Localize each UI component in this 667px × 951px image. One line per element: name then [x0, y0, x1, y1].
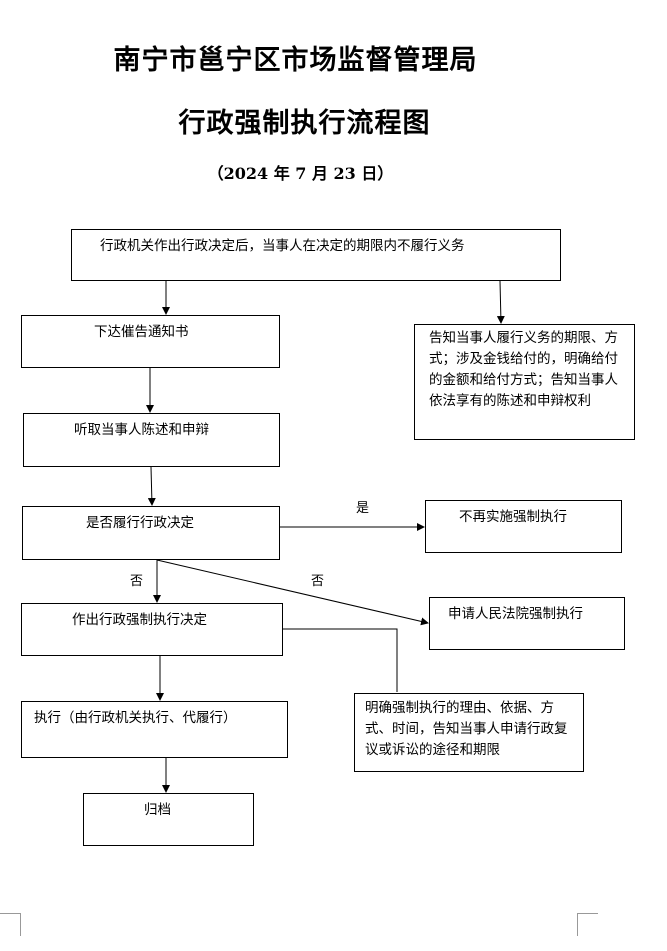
node-decide: 是否履行行政决定 — [22, 506, 280, 560]
node-notice: 下达催告通知书 — [21, 315, 280, 368]
page-title: 行政强制执行流程图 — [178, 108, 431, 139]
page-corner-mark-left — [0, 913, 21, 936]
node-hearing: 听取当事人陈述和申辩 — [23, 413, 280, 467]
arrow-hearing-to-decide — [147, 466, 156, 506]
node-clarify: 明确强制执行的理由、依据、方式、时间，告知当事人申请行政复议或诉讼的途径和期限 — [354, 693, 584, 772]
node-no-enforce: 不再实施强制执行 — [425, 500, 622, 553]
node-court: 申请人民法院强制执行 — [429, 597, 625, 650]
page-corner-mark-right — [577, 913, 598, 936]
label-no-down: 否 — [130, 574, 144, 589]
label-yes: 是 — [356, 501, 370, 516]
arrow-start-to-inform — [496, 280, 505, 324]
node-archive: 归档 — [83, 793, 254, 846]
node-inform: 告知当事人履行义务的期限、方式；涉及金钱给付的，明确给付的金额和给付方式；告知当… — [414, 324, 635, 440]
org-title: 南宁市邕宁区市场监督管理局 — [113, 45, 478, 76]
date-line: （2024 年 7 月 23 日） — [207, 164, 394, 183]
label-no-diag: 否 — [311, 574, 325, 589]
node-start: 行政机关作出行政决定后，当事人在决定的期限内不履行义务 — [71, 229, 561, 281]
node-make-decision: 作出行政强制执行决定 — [21, 603, 283, 656]
node-execute: 执行（由行政机关执行、代履行） — [21, 701, 288, 758]
arrow-no-diag — [156, 559, 429, 626]
line-decision-to-clarify — [283, 628, 398, 692]
